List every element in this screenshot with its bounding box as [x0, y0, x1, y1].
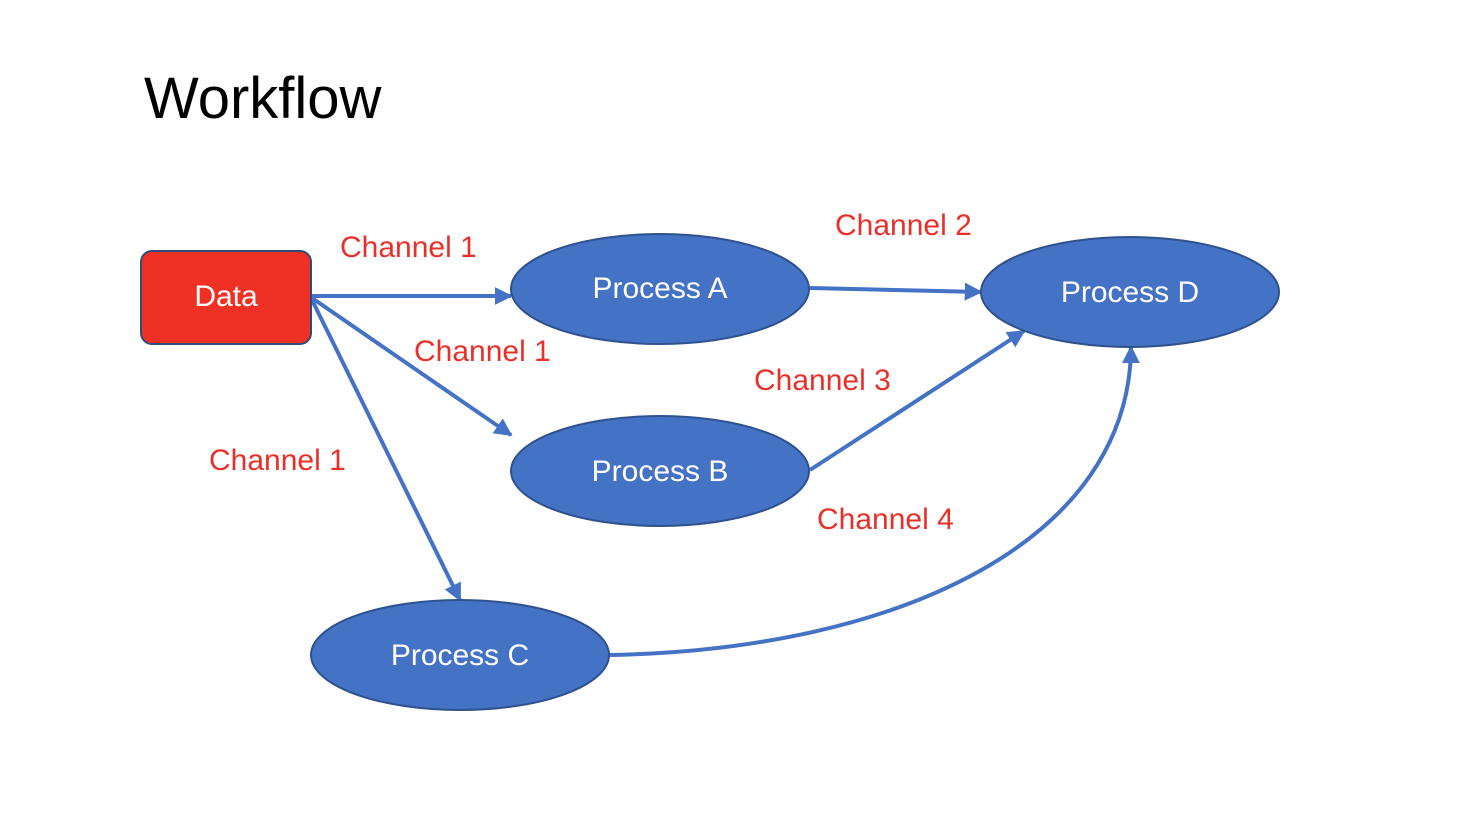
node-data[interactable]: Data [140, 250, 312, 345]
edge-process-a-to-process-d[interactable] [809, 282, 983, 301]
process-b-label: Process B [592, 455, 729, 488]
process-c-label: Process C [391, 639, 529, 672]
edge-process-b-to-process-d[interactable] [808, 329, 1026, 472]
edges [310, 282, 1140, 657]
process-a-ellipse [510, 233, 810, 345]
data-node-box [140, 250, 312, 345]
edge-process-c-to-process-d[interactable] [608, 345, 1140, 657]
edge-data-to-process-b[interactable] [310, 296, 513, 437]
edge-label-process-c-to-process-d: Channel 4 [817, 503, 954, 536]
page-title: Workflow [144, 66, 382, 131]
edge-label-process-a-to-process-d: Channel 2 [835, 209, 972, 242]
edge-label-data-to-process-a: Channel 1 [340, 231, 477, 264]
process-b-ellipse [510, 415, 810, 527]
process-d-ellipse [980, 236, 1280, 348]
edge-label-data-to-process-c: Channel 1 [209, 444, 346, 477]
process-a-label: Process A [592, 272, 727, 305]
edge-label-process-b-to-process-d: Channel 3 [754, 364, 891, 397]
node-process-d[interactable]: Process D [980, 236, 1280, 348]
node-process-a[interactable]: Process A [510, 233, 810, 345]
process-c-ellipse [310, 599, 610, 711]
data-node-label: Data [194, 280, 258, 313]
edge-label-data-to-process-b: Channel 1 [414, 335, 551, 368]
node-process-c[interactable]: Process C [310, 599, 610, 711]
node-process-b[interactable]: Process B [510, 415, 810, 527]
edge-data-to-process-c[interactable] [310, 299, 462, 602]
process-d-label: Process D [1061, 276, 1199, 309]
edge-labels: Channel 1 Channel 1 Channel 1 Channel 2 … [209, 209, 972, 536]
